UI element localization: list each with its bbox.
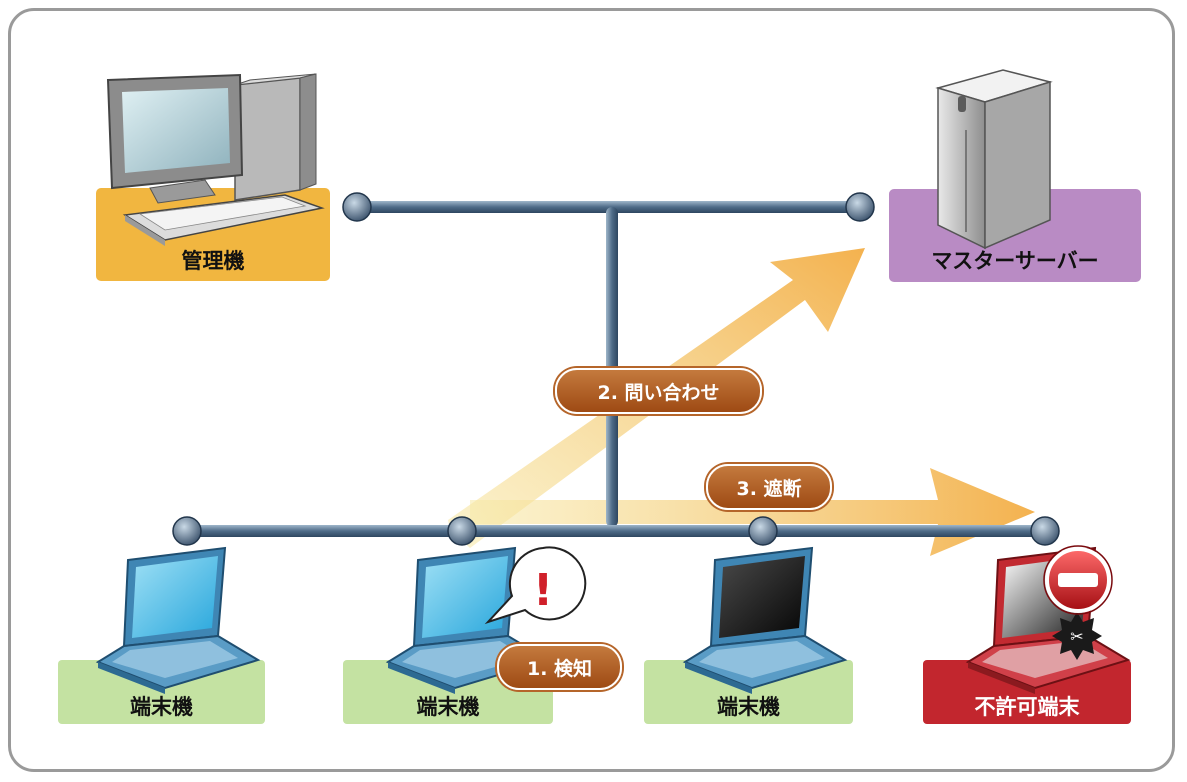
svg-text:✂: ✂ bbox=[1070, 627, 1083, 646]
network-line-trunk bbox=[606, 207, 618, 527]
network-line-top bbox=[357, 201, 860, 213]
terminal1-label: 端末機 bbox=[130, 695, 193, 719]
unauthorized-label-box bbox=[923, 660, 1131, 724]
unauthorized-label: 不許可端末 bbox=[974, 695, 1080, 719]
step-block-badge: 3. 遮断 bbox=[706, 464, 832, 510]
desktop-computer-icon bbox=[106, 73, 325, 246]
terminal3-label: 端末機 bbox=[717, 695, 780, 719]
step-detect-badge: 1. 検知 bbox=[497, 644, 622, 690]
step-query-badge: 2. 問い合わせ bbox=[555, 368, 762, 414]
network-line-bottom bbox=[182, 525, 1048, 537]
alert-mark: ! bbox=[533, 565, 553, 616]
arrow-block bbox=[470, 468, 1035, 556]
network-node bbox=[342, 192, 372, 222]
admin-label: 管理機 bbox=[181, 249, 245, 273]
laptop-icon bbox=[95, 546, 261, 694]
network-node bbox=[172, 516, 202, 546]
network-node bbox=[845, 192, 875, 222]
exclamation-bubble-icon: ! bbox=[484, 546, 587, 625]
network-node bbox=[748, 516, 778, 546]
network-node bbox=[1030, 516, 1060, 546]
disconnect-icon: ✂ bbox=[1052, 612, 1102, 660]
master-label: マスターサーバー bbox=[931, 249, 1099, 273]
terminal2-label: 端末機 bbox=[416, 695, 480, 719]
network-node bbox=[447, 516, 477, 546]
no-entry-icon bbox=[1043, 545, 1113, 615]
laptop-icon bbox=[682, 546, 848, 694]
server-icon bbox=[935, 69, 1053, 250]
